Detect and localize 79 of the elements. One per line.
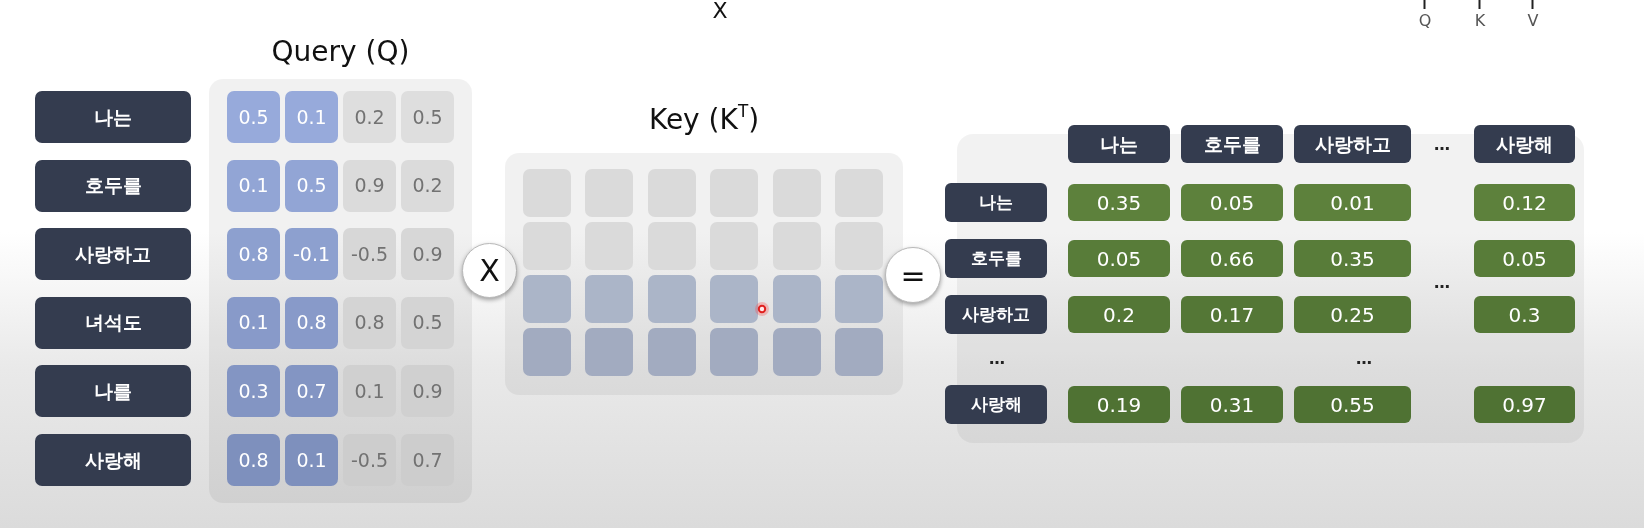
matrix-value: 0.3 bbox=[227, 365, 280, 418]
matrix-cell bbox=[772, 328, 821, 376]
matrix-cell bbox=[710, 275, 759, 323]
ellipsis: … bbox=[989, 351, 1005, 367]
matrix-cell bbox=[835, 222, 883, 270]
matrix-cell bbox=[772, 275, 821, 323]
matrix-value: 0.9 bbox=[401, 228, 454, 281]
score-value: 0.97 bbox=[1474, 386, 1575, 423]
matrix-cell bbox=[585, 275, 634, 323]
token-label: 나는 bbox=[945, 183, 1047, 222]
token-label: 나를 bbox=[35, 365, 191, 418]
matrix-value: 0.8 bbox=[227, 434, 280, 486]
matrix-cell bbox=[710, 328, 759, 376]
matrix-cell bbox=[523, 275, 571, 323]
matrix-value: 0.1 bbox=[227, 296, 280, 349]
matrix-title: Key (K$^{T}$) bbox=[648, 103, 760, 137]
score-value: 0.35 bbox=[1068, 184, 1170, 221]
matrix-value: 0.8 bbox=[285, 296, 338, 349]
matrix-value: 0.7 bbox=[401, 434, 454, 486]
ellipsis: … bbox=[1434, 275, 1450, 291]
token-label: 호두를 bbox=[35, 159, 191, 212]
ellipsis: … bbox=[1356, 351, 1372, 367]
matrix-value: 0.2 bbox=[401, 159, 454, 212]
score-value: 0.66 bbox=[1181, 240, 1283, 277]
token-label: 사랑하고 bbox=[945, 295, 1047, 334]
matrix-value: -0.5 bbox=[343, 228, 396, 281]
token-label: 사랑해 bbox=[945, 385, 1047, 424]
matrix-value: 0.1 bbox=[285, 91, 338, 143]
token-label: 사랑해 bbox=[35, 434, 191, 486]
matrix-value: 0.5 bbox=[227, 91, 280, 143]
operator-symbol: X bbox=[462, 243, 517, 298]
token-label: 녀석도 bbox=[35, 296, 191, 349]
matrix-cell bbox=[835, 328, 883, 376]
score-value: 0.31 bbox=[1181, 386, 1283, 423]
token-header: 사랑하고 bbox=[1294, 125, 1411, 163]
score-value: 0.25 bbox=[1294, 296, 1411, 333]
matrix-value: 0.1 bbox=[343, 365, 396, 418]
matrix-value: 0.5 bbox=[285, 159, 338, 212]
token-header: 호두를 bbox=[1181, 125, 1283, 163]
score-value: 0.3 bbox=[1474, 296, 1575, 333]
matrix-value: -0.5 bbox=[343, 434, 396, 486]
matrix-cell bbox=[647, 275, 696, 323]
matrix-value: 0.9 bbox=[343, 159, 396, 212]
matrix-value: 0.2 bbox=[343, 91, 396, 143]
score-value: 0.19 bbox=[1068, 386, 1170, 423]
token-label: 나는 bbox=[35, 91, 191, 143]
ellipsis: … bbox=[1434, 137, 1450, 153]
token-header: 나는 bbox=[1068, 125, 1170, 163]
score-value: 0.12 bbox=[1474, 184, 1575, 221]
matrix-value: 0.5 bbox=[401, 91, 454, 143]
matrix-value: 0.9 bbox=[401, 365, 454, 418]
score-value: 0.05 bbox=[1474, 240, 1575, 277]
matrix-value: 0.8 bbox=[343, 296, 396, 349]
score-value: 0.2 bbox=[1068, 296, 1170, 333]
matrix-letter: K bbox=[1474, 13, 1486, 29]
token-label: 호두를 bbox=[945, 239, 1047, 278]
matrix-value: 0.8 bbox=[227, 228, 280, 281]
matrix-letter: Q bbox=[1418, 13, 1432, 29]
score-value: 0.35 bbox=[1294, 240, 1411, 277]
matrix-letter: V bbox=[1527, 13, 1539, 29]
matrix-value: -0.1 bbox=[285, 228, 338, 281]
matrix-cell bbox=[647, 328, 696, 376]
operator-symbol: = bbox=[885, 247, 941, 303]
token-label: 사랑하고 bbox=[35, 228, 191, 281]
score-value: 0.05 bbox=[1068, 240, 1170, 277]
matrix-value: 0.1 bbox=[227, 159, 280, 212]
multiply-sign: X bbox=[712, 0, 728, 22]
matrix-cell bbox=[585, 328, 634, 376]
token-header: 사랑해 bbox=[1474, 125, 1575, 163]
matrix-value: 0.1 bbox=[285, 434, 338, 486]
score-value: 0.05 bbox=[1181, 184, 1283, 221]
matrix-value: 0.7 bbox=[285, 365, 338, 418]
matrix-cell bbox=[835, 275, 883, 323]
score-value: 0.01 bbox=[1294, 184, 1411, 221]
matrix-cell bbox=[523, 328, 571, 376]
matrix-value: 0.5 bbox=[401, 296, 454, 349]
matrix-title: Query (Q) bbox=[271, 35, 410, 69]
score-value: 0.17 bbox=[1181, 296, 1283, 333]
score-value: 0.55 bbox=[1294, 386, 1411, 423]
